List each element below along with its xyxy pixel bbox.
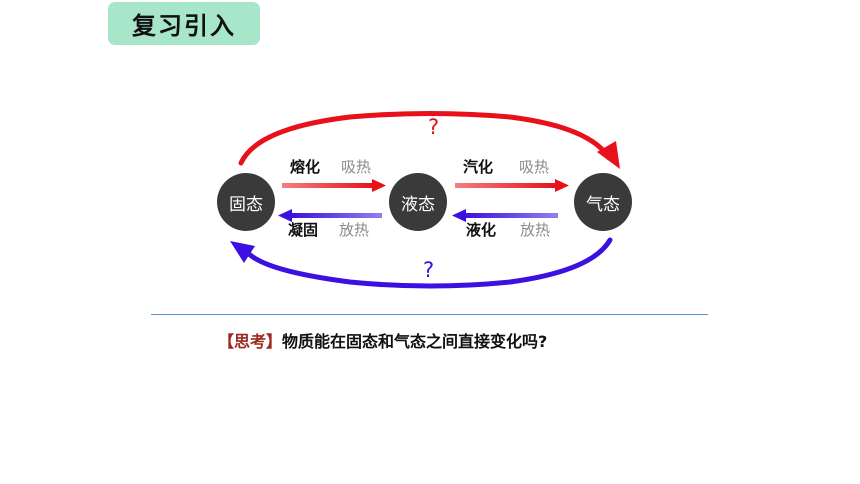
sublimation-arc-top xyxy=(238,111,612,166)
liquefaction-arrow-head xyxy=(452,209,466,222)
solidification-label: 凝固 xyxy=(288,221,319,239)
deposition-arc-arrowhead xyxy=(230,241,255,263)
node-solid: 固态 xyxy=(217,173,275,231)
liquefaction-label: 液化 xyxy=(466,221,497,239)
vaporization-arrow-head xyxy=(555,179,569,192)
melting-label: 熔化 xyxy=(290,158,321,176)
vaporization-label: 汽化 xyxy=(463,158,494,176)
melting-heat-label: 吸热 xyxy=(341,158,372,176)
liquefaction-arrow-shaft xyxy=(464,213,558,218)
vaporization-arrow-shaft xyxy=(455,183,557,188)
node-liquid-label: 液态 xyxy=(401,194,435,215)
melting-arrow-shaft xyxy=(282,183,374,188)
liquefaction-heat-label: 放热 xyxy=(520,221,551,239)
solidification-arrow-head xyxy=(278,209,292,222)
think-question-text: 物质能在固态和气态之间直接变化吗? xyxy=(282,332,548,351)
deposition-arc-bottom xyxy=(244,237,613,289)
melting-arrow-head xyxy=(372,179,386,192)
solidification-heat-label: 放热 xyxy=(339,221,370,239)
unknown-top-mark: ? xyxy=(428,115,440,139)
sublimation-arc-arrowhead xyxy=(597,141,620,169)
solidification-arrow-shaft xyxy=(290,213,382,218)
node-solid-label: 固态 xyxy=(229,194,263,215)
unknown-bottom-mark: ? xyxy=(423,258,435,282)
section-title: 复习引入 xyxy=(132,12,236,40)
think-question: 【思考】物质能在固态和气态之间直接变化吗? xyxy=(218,328,547,352)
node-liquid: 液态 xyxy=(389,173,447,231)
vaporization-heat-label: 吸热 xyxy=(519,158,550,176)
divider-line xyxy=(151,314,708,315)
think-tag: 【思考】 xyxy=(218,332,283,351)
node-gas: 气态 xyxy=(574,173,632,231)
section-title-badge: 复习引入 xyxy=(108,2,260,45)
node-gas-label: 气态 xyxy=(586,194,620,215)
